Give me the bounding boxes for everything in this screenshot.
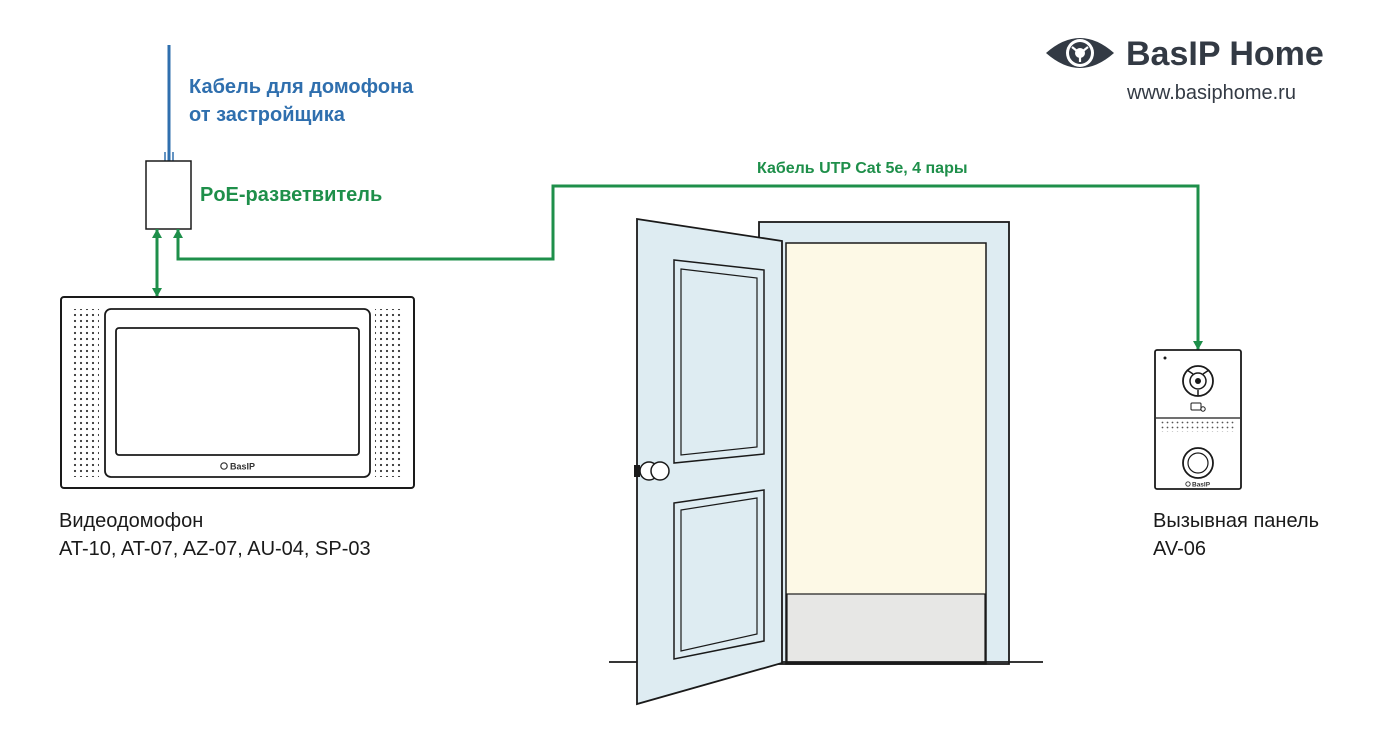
developer-cable-label: Кабель для домофона от застройщика	[189, 73, 413, 129]
utp-cable-label: Кабель UTP Cat 5e, 4 пары	[757, 160, 968, 177]
monitor-title: Видеодомофон	[59, 510, 204, 532]
call-panel-label: Вызывная панель AV-06	[1153, 507, 1319, 563]
monitor-models: AT-10, AT-07, AZ-07, AU-04, SP-03	[59, 538, 371, 560]
open-door	[634, 217, 783, 706]
monitor-logo: BasIP	[230, 462, 255, 472]
door-frame	[609, 221, 1043, 665]
developer-cable-label-line2: от застройщика	[189, 104, 345, 126]
threshold	[786, 593, 986, 664]
call-panel-model: AV-06	[1153, 538, 1206, 560]
brand-url[interactable]: www.basiphome.ru	[1127, 82, 1296, 104]
panel-indicator	[1163, 356, 1167, 360]
door-lower-panel	[673, 489, 765, 660]
panel-logo: BasIP	[1192, 482, 1211, 489]
speaker-grille-right	[375, 309, 402, 477]
developer-cable-label-line1: Кабель для домофона	[189, 76, 414, 98]
door-upper-panel	[673, 259, 765, 464]
utp-cable-lines	[155, 184, 1200, 350]
basip-eye-logo-icon	[1046, 38, 1114, 68]
brand-name: BasIP Home	[1126, 35, 1324, 73]
keycard-icon	[1190, 402, 1206, 412]
call-panel: BasIP	[1154, 349, 1242, 490]
poe-splitter-label: PoE-разветвитель	[200, 184, 383, 206]
monitor-label: Видеодомофон AT-10, AT-07, AZ-07, AU-04,…	[59, 507, 371, 563]
poe-splitter-box	[145, 160, 192, 230]
cable-arrowheads	[152, 229, 1203, 350]
door-latch	[634, 465, 640, 477]
speaker-grille-left	[72, 309, 99, 477]
call-panel-title: Вызывная панель	[1153, 510, 1319, 532]
basip-eye-logo-icon	[220, 462, 228, 470]
monitor-screen	[115, 327, 360, 456]
video-intercom-monitor: BasIP	[60, 296, 415, 489]
call-button	[1182, 447, 1214, 479]
panel-speaker-grille	[1160, 421, 1236, 432]
developer-cable	[164, 45, 174, 161]
